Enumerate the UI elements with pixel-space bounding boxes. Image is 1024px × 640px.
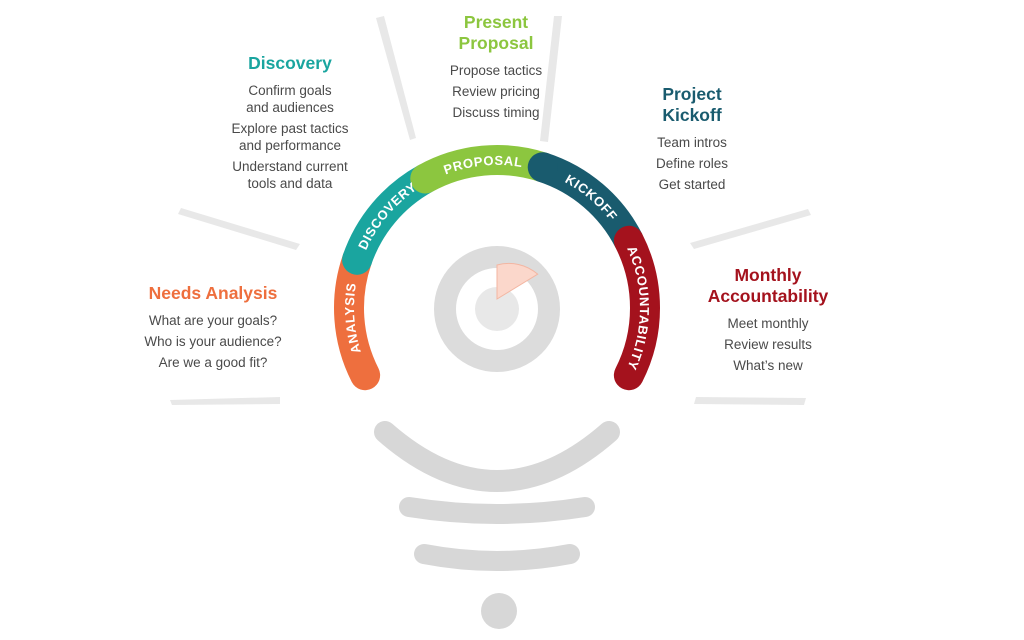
stage-item-line: and performance <box>238 138 342 153</box>
stage-item-line: Get started <box>658 177 726 192</box>
stage-item-line: Are we a good fit? <box>158 355 268 370</box>
light-ray <box>694 397 806 405</box>
stage-item-line: Propose tactics <box>449 63 543 78</box>
light-ray <box>376 16 416 140</box>
stage-item-line: Understand current <box>232 159 348 174</box>
stage-title: Discovery <box>200 53 380 74</box>
light-ray <box>170 397 280 405</box>
light-ray <box>690 209 811 249</box>
stage-title-line: Kickoff <box>662 105 722 125</box>
bulb-tip <box>481 593 517 629</box>
stage-title-line: Present <box>463 12 529 32</box>
light-rays <box>170 16 811 405</box>
bulb-base <box>374 421 620 629</box>
stage-title-line: Needs Analysis <box>148 283 278 303</box>
target-center <box>475 287 519 331</box>
stage-item: Review results <box>668 336 868 353</box>
stage-item: What are your goals? <box>118 312 308 329</box>
stage-item: Meet monthly <box>668 315 868 332</box>
stage-item-list: What are your goals? Who is your audience… <box>118 312 308 371</box>
stage-title-line: Proposal <box>458 33 534 53</box>
bulb-base-stripe <box>414 544 580 571</box>
stage-item-line: Review results <box>724 337 812 352</box>
stage-item: Discuss timing <box>416 104 576 121</box>
arc-joint-discovery <box>342 244 373 275</box>
stage-item: Propose tactics <box>416 62 576 79</box>
stage-item-line: What’s new <box>733 358 803 373</box>
stage-item: Understand current tools and data <box>200 158 380 192</box>
stage-item-line: Review pricing <box>452 84 540 99</box>
stage-item: Explore past tactics and performance <box>200 120 380 154</box>
stage-item: Define roles <box>612 155 772 172</box>
target-highlight-wedge <box>496 262 539 300</box>
stage-item: Who is your audience? <box>118 333 308 350</box>
stage-item-line: Define roles <box>655 156 729 171</box>
stage-item-line: Meet monthly <box>727 316 809 331</box>
stage-item-line: Team intros <box>657 135 727 150</box>
bulb-neck-stripe <box>374 421 620 492</box>
stage-item: Get started <box>612 176 772 193</box>
stage-item-line: Confirm goals <box>248 83 332 98</box>
stage-item-line: tools and data <box>247 176 333 191</box>
stage-title-line: Project <box>662 84 722 104</box>
stage-item-line: Discuss timing <box>452 105 540 120</box>
stage-item-line: Who is your audience? <box>144 334 282 349</box>
stage-item: What’s new <box>668 357 868 374</box>
stage-item-line: and audiences <box>246 100 334 115</box>
target-icon <box>434 246 560 372</box>
stage-item-line: What are your goals? <box>148 313 278 328</box>
stage-item-line: Explore past tactics <box>231 121 349 136</box>
stage-title-line: Discovery <box>248 53 332 73</box>
light-ray <box>540 16 562 142</box>
stage-item: Review pricing <box>416 83 576 100</box>
light-ray <box>178 208 300 250</box>
arc-segment-accountability <box>613 225 660 391</box>
stage-title-line: Monthly <box>734 265 802 285</box>
stage-item: Are we a good fit? <box>118 354 308 371</box>
stage-title-line: Accountability <box>707 286 829 306</box>
stage-item: Confirm goals and audiences <box>200 82 380 116</box>
arc-joint-kickoff <box>527 152 558 183</box>
bulb-base-stripe <box>399 497 595 524</box>
arc-joint-proposal <box>410 163 441 194</box>
stage-item: Team intros <box>612 134 772 151</box>
target-outer-ring <box>434 246 560 372</box>
stage-title: Needs Analysis <box>118 283 308 304</box>
